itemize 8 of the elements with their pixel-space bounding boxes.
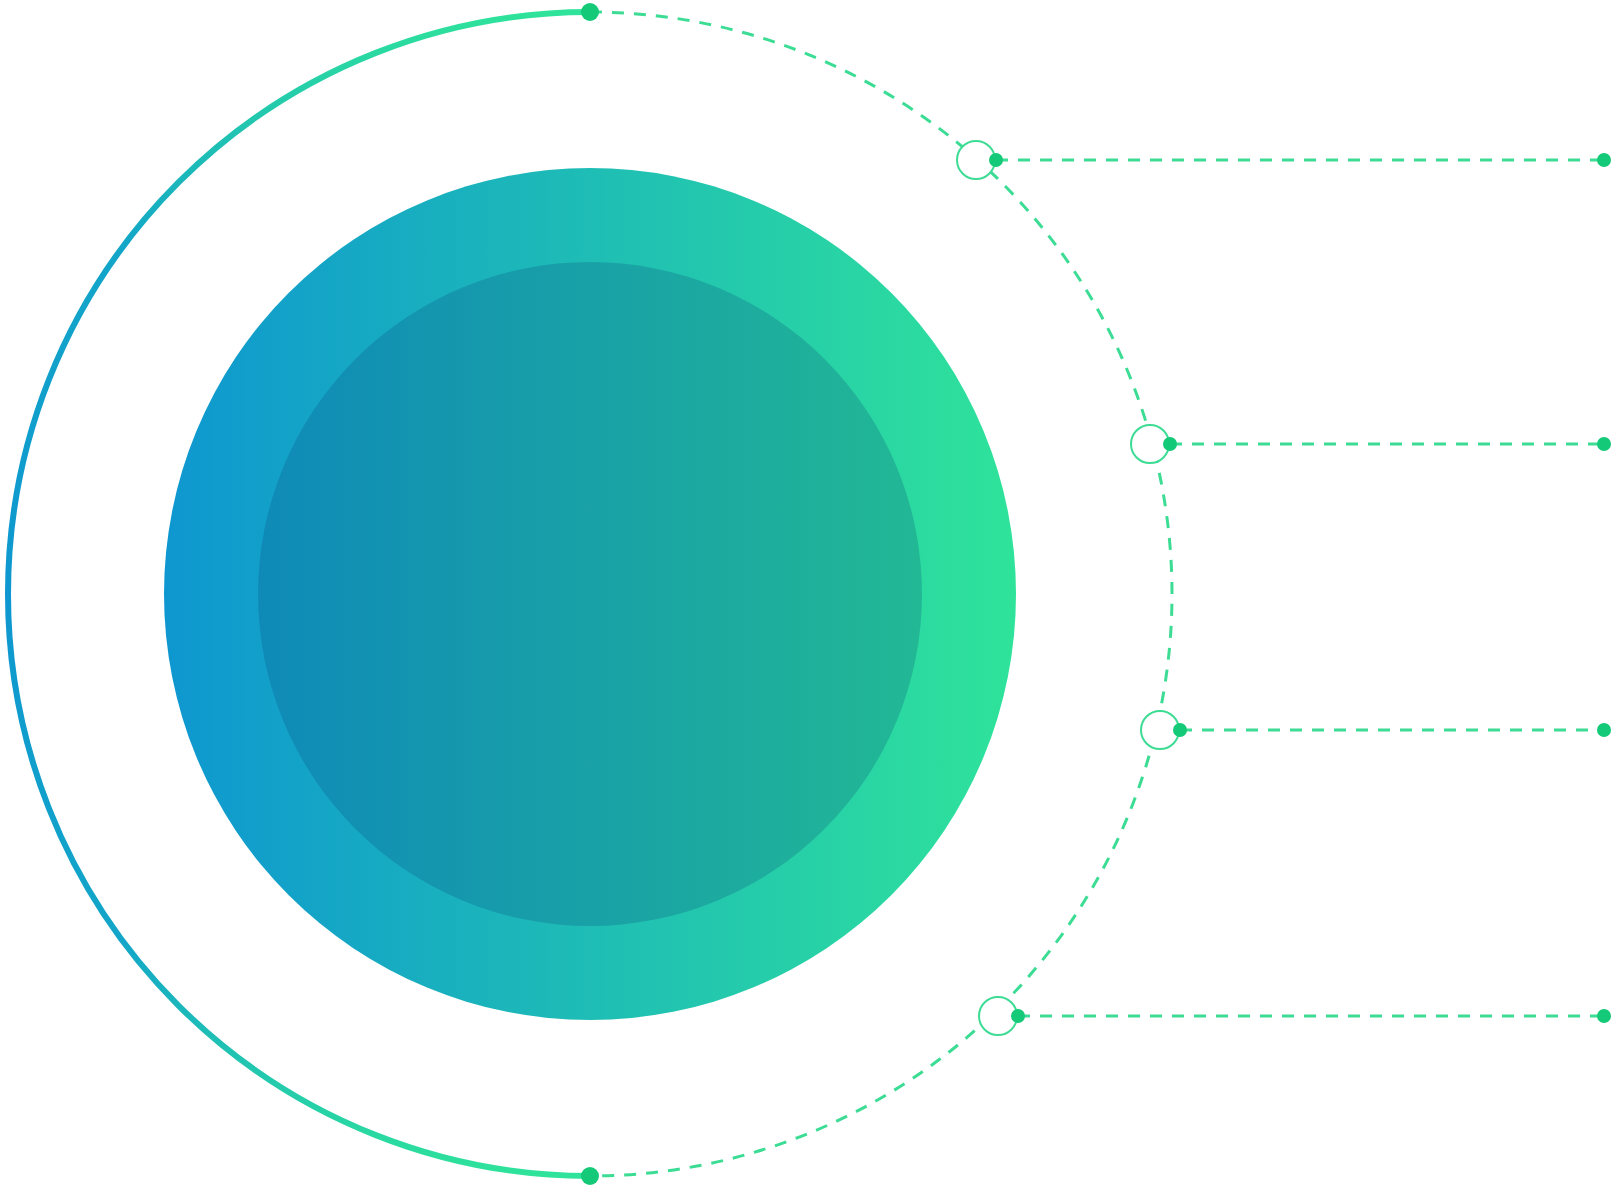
hollow-circle — [956, 140, 996, 180]
hollow-circle — [1130, 424, 1170, 464]
dashed-connector — [1163, 437, 1611, 451]
hollow-circle — [1140, 710, 1180, 750]
dashed-connector — [989, 153, 1611, 167]
dashed-connector — [1011, 1009, 1611, 1023]
dashed-connector — [1173, 723, 1611, 737]
hollow-circle — [978, 996, 1018, 1036]
